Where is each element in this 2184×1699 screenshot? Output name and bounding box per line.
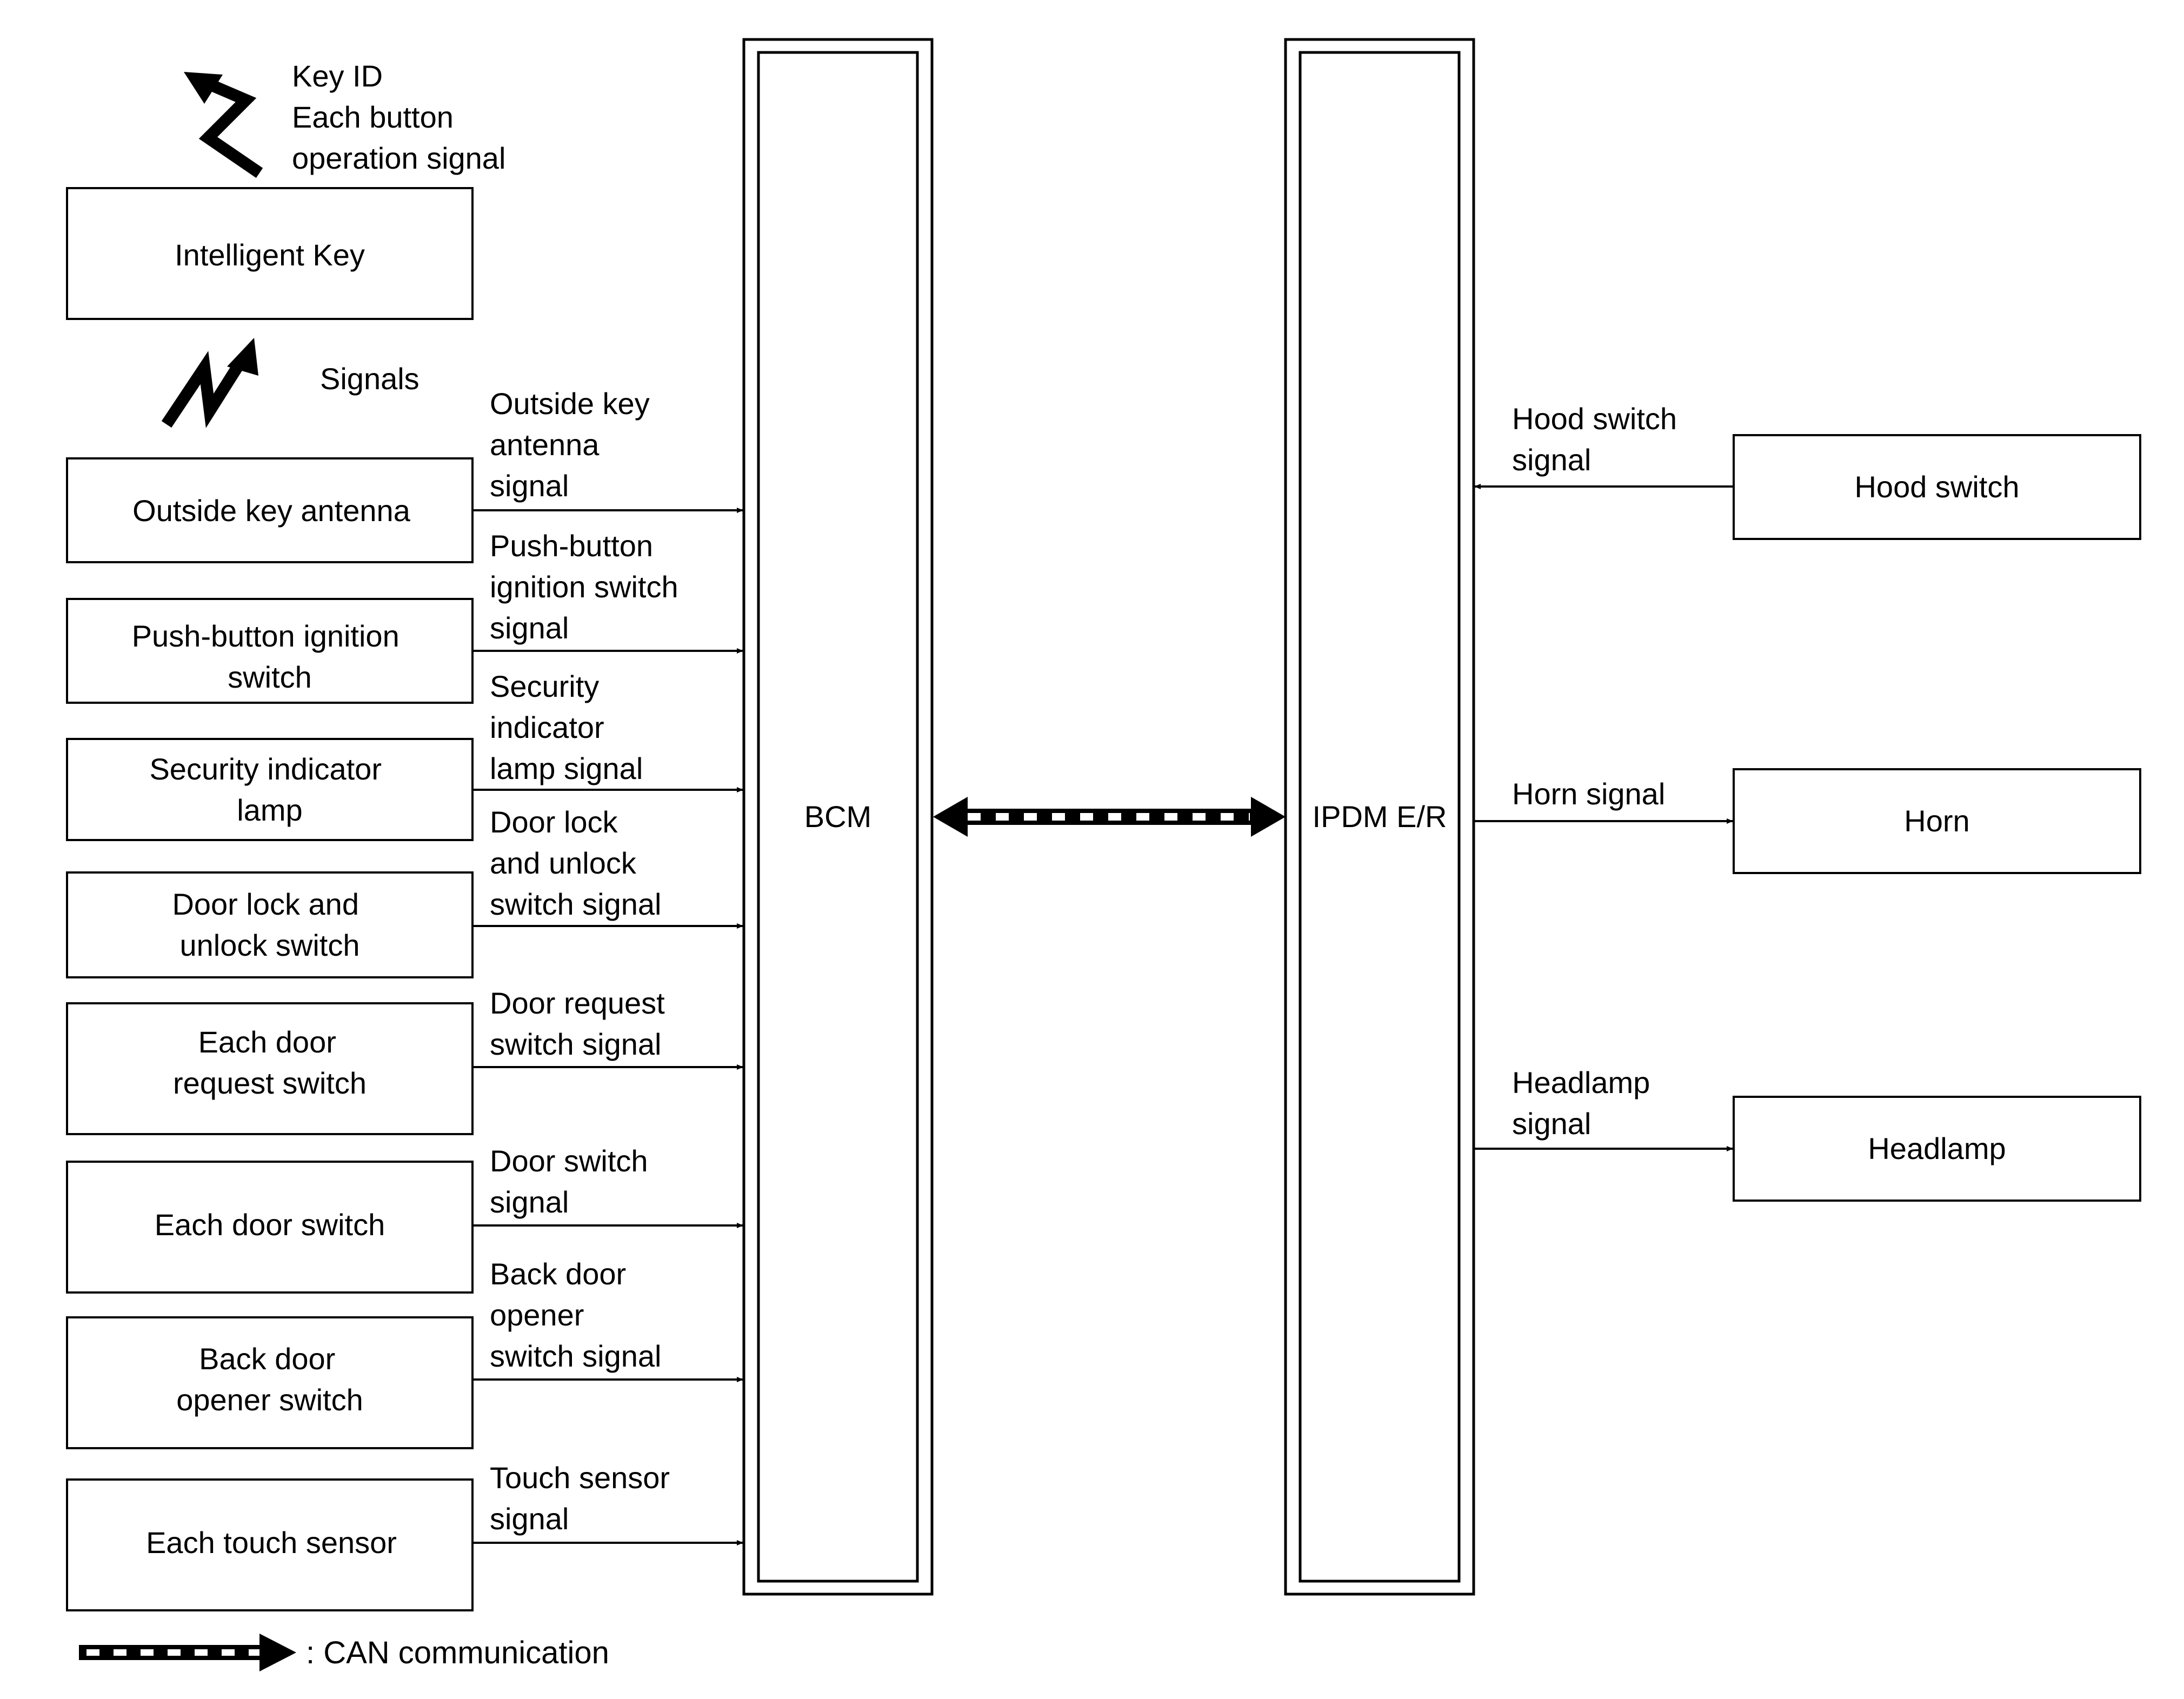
back-door-opener-switch-signal-label: Back door opener switch signal xyxy=(490,1257,661,1373)
signal-line: antenna xyxy=(490,428,600,462)
signal-line: Headlamp xyxy=(1512,1065,1650,1100)
security-indicator-lamp-box: Security indicator lamp xyxy=(66,738,474,841)
bcm-module: BCM xyxy=(742,38,934,1596)
signal-line: indicator xyxy=(490,710,604,744)
svg-text:Push-button ignition swi: Push-button ignition switch xyxy=(132,619,408,694)
each-door-switch-box: Each door switch xyxy=(66,1161,474,1294)
outside-key-antenna-box: Outside key antenna xyxy=(66,457,474,563)
signal-line: Back door xyxy=(490,1257,626,1291)
signal-line: and unlock xyxy=(490,846,637,880)
keyid-label: Key ID Each button operation signal xyxy=(292,59,505,175)
box-line: lamp xyxy=(237,793,302,827)
svg-text:Each touch sensor: Each touch sensor xyxy=(146,1525,397,1560)
keyid-wireless-icon xyxy=(184,72,263,178)
svg-text:Outside key antenna: Outside key antenna xyxy=(132,494,411,528)
svg-text:Hood switch: Hood switch xyxy=(1854,470,2019,504)
hood-switch-box: Hood switch xyxy=(1733,434,2141,540)
right-signal-arrows xyxy=(1474,484,1734,1151)
signal-line: signal xyxy=(490,611,569,645)
signals-wireless-icon xyxy=(161,338,258,428)
signal-line: Door lock xyxy=(490,805,618,839)
horn-box: Horn xyxy=(1733,768,2141,874)
outside-key-antenna-signal-label: Outside key antenna signal xyxy=(490,387,658,503)
signal-line: Door switch xyxy=(490,1144,648,1178)
svg-text:Horn: Horn xyxy=(1904,804,1969,838)
box-line: Each touch sensor xyxy=(146,1525,397,1560)
signal-line: switch signal xyxy=(490,1027,661,1061)
signal-line: ignition switch xyxy=(490,570,678,604)
hood-switch-signal-label: Hood switch signal xyxy=(1512,402,1686,477)
svg-text:Door lock and unlock swi: Door lock and unlock switch xyxy=(172,887,367,962)
each-touch-sensor-box: Each touch sensor xyxy=(66,1478,474,1611)
signal-line: opener xyxy=(490,1298,584,1332)
can-link xyxy=(933,797,1286,837)
door-lock-unlock-switch-box: Door lock and unlock switch xyxy=(66,871,474,978)
signal-line: signal xyxy=(490,469,569,503)
touch-sensor-signal-label: Touch sensor signal xyxy=(490,1461,678,1536)
ipdm-module: IPDM E/R xyxy=(1284,38,1475,1596)
box-line: switch xyxy=(228,660,312,694)
keyid-line: Key ID xyxy=(292,59,383,93)
signal-line: Outside key xyxy=(490,387,650,421)
signal-line: switch signal xyxy=(490,1339,661,1373)
signal-line: lamp signal xyxy=(490,751,643,785)
box-line: Intelligent Key xyxy=(175,238,365,272)
push-button-ignition-switch-box: Push-button ignition switch xyxy=(66,598,474,704)
door-request-switch-signal-label: Door request switch signal xyxy=(490,986,673,1061)
signal-line: switch signal xyxy=(490,887,661,921)
box-line: Headlamp xyxy=(1868,1131,2006,1165)
bcm-label: BCM xyxy=(804,799,871,834)
each-door-request-switch-box: Each door request switch xyxy=(66,1002,474,1135)
svg-text:Intelligent Key: Intelligent Key xyxy=(175,238,365,272)
ipdm-label: IPDM E/R xyxy=(1313,799,1447,834)
svg-text:Back door opener switch: Back door opener switch xyxy=(176,1342,363,1417)
signal-line: signal xyxy=(490,1502,569,1536)
box-line: Each door switch xyxy=(155,1208,385,1242)
intelligent-key-box: Intelligent Key xyxy=(66,187,474,320)
back-door-opener-switch-box: Back door opener switch xyxy=(66,1316,474,1449)
keyid-line: operation signal xyxy=(292,141,505,175)
door-lock-unlock-switch-signal-label: Door lock and unlock switch signal xyxy=(490,805,661,921)
box-line: Door lock and xyxy=(172,887,359,921)
signal-line: Horn signal xyxy=(1512,777,1665,811)
can-legend-symbol xyxy=(79,1634,296,1671)
signal-line: Touch sensor xyxy=(490,1461,670,1495)
left-signal-arrows xyxy=(472,508,743,1545)
signal-line: signal xyxy=(1512,1107,1591,1141)
box-line: Outside key antenna xyxy=(132,494,411,528)
box-line: Hood switch xyxy=(1854,470,2019,504)
box-line: Horn xyxy=(1904,804,1969,838)
signal-line: Push-button xyxy=(490,529,653,563)
box-line: Push-button ignition xyxy=(132,619,399,653)
box-line: Each door xyxy=(198,1025,336,1059)
signal-line: Door request xyxy=(490,986,665,1020)
signal-line: signal xyxy=(1512,443,1591,477)
push-button-ignition-switch-signal-label: Push-button ignition switch signal xyxy=(490,529,687,645)
box-line: request switch xyxy=(173,1066,367,1100)
svg-text:Each door request switch: Each door request switch xyxy=(173,1025,367,1100)
svg-text:Headlamp: Headlamp xyxy=(1868,1131,2006,1165)
box-line: opener switch xyxy=(176,1383,363,1417)
door-switch-signal-label: Door switch signal xyxy=(490,1144,656,1219)
box-line: Back door xyxy=(199,1342,335,1376)
svg-text:Security indicator lamp: Security indicator lamp xyxy=(149,752,390,827)
security-indicator-lamp-signal-label: Security indicator lamp signal xyxy=(490,669,643,785)
headlamp-signal-label: Headlamp signal xyxy=(1512,1065,1659,1141)
headlamp-box: Headlamp xyxy=(1733,1096,2141,1202)
box-line: unlock switch xyxy=(179,928,359,962)
svg-text:Each door switch: Each door switch xyxy=(155,1208,385,1242)
can-legend-label: : CAN communication xyxy=(306,1635,609,1670)
horn-signal-label: Horn signal xyxy=(1512,777,1665,811)
box-line: Security indicator xyxy=(149,752,382,786)
signal-line: signal xyxy=(490,1185,569,1219)
signals-label: Signals xyxy=(320,362,420,396)
keyid-line: Each button xyxy=(292,100,454,134)
signal-line: Security xyxy=(490,669,599,703)
signal-line: Hood switch xyxy=(1512,402,1677,436)
